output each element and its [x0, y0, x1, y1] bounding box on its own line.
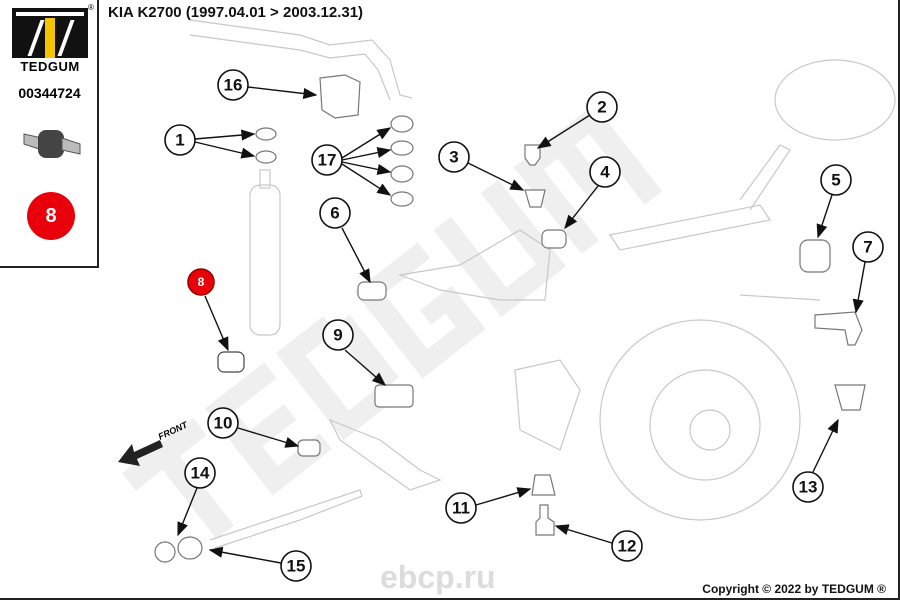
svg-text:2: 2 [597, 98, 606, 117]
callout-15[interactable]: 15 [280, 550, 312, 582]
part-15-bushing [177, 536, 203, 560]
part-7-tie-rod-end [814, 311, 863, 346]
registered-mark: ® [88, 3, 94, 12]
callout-11[interactable]: 11 [445, 492, 477, 524]
part-1-bushing-upper [255, 127, 277, 141]
part-10-bushing [297, 439, 321, 457]
part-11-dust-boot [531, 474, 556, 496]
callout-2[interactable]: 2 [586, 91, 618, 123]
part-thumbnail [23, 130, 81, 158]
highlight-callout-badge: 8 [27, 192, 75, 240]
parts [154, 74, 866, 563]
part-2-ball-joint [524, 144, 541, 166]
callout-17[interactable]: 17 [311, 144, 343, 176]
copyright: Copyright © 2022 by TEDGUM ® [702, 582, 886, 596]
svg-text:15: 15 [287, 557, 306, 576]
part-17-bushing [390, 115, 414, 133]
part-9-rubber-pad [374, 384, 414, 408]
svg-text:8: 8 [198, 275, 205, 289]
callout-10[interactable]: 10 [207, 407, 239, 439]
part-6-bushing [357, 281, 387, 301]
part-17-bushing [390, 191, 414, 207]
svg-text:13: 13 [799, 478, 818, 497]
part-info-panel: ® TEDGUM 00344724 8 [0, 0, 99, 268]
callout-9[interactable]: 9 [322, 319, 354, 351]
brand-name: TEDGUM [20, 59, 80, 74]
callout-14[interactable]: 14 [184, 457, 216, 489]
svg-text:16: 16 [224, 76, 243, 95]
leader-arrows [177, 86, 866, 564]
right-border [898, 0, 900, 600]
part-12-ball-pin [535, 504, 555, 536]
svg-text:17: 17 [318, 151, 337, 170]
part-8-bushing [217, 351, 245, 373]
svg-text:11: 11 [452, 499, 470, 518]
svg-text:9: 9 [333, 326, 342, 345]
callout-13[interactable]: 13 [792, 471, 824, 503]
part-14-bushing [154, 541, 176, 563]
background-assembly [189, 19, 896, 549]
svg-text:14: 14 [191, 464, 210, 483]
bottom-border [0, 598, 900, 600]
part-16-stabilizer-bushing [319, 74, 361, 119]
callout-16[interactable]: 16 [217, 69, 249, 101]
svg-text:3: 3 [449, 148, 458, 167]
part-3-dust-boot [524, 189, 546, 208]
callout-12[interactable]: 12 [611, 530, 643, 562]
svg-text:7: 7 [863, 238, 872, 257]
part-13-dust-boot [834, 384, 866, 411]
tedgum-watermark [122, 104, 663, 540]
part-17-bushing [390, 165, 414, 183]
vehicle-title: KIA K2700 (1997.04.01 > 2003.12.31) [108, 4, 364, 21]
part-number: 00344724 [18, 85, 81, 101]
svg-text:12: 12 [618, 537, 637, 556]
callout-3[interactable]: 3 [438, 141, 470, 173]
site-watermark: ebcp.ru [380, 559, 496, 595]
tedgum-logo [12, 8, 88, 58]
callout-6[interactable]: 6 [319, 197, 351, 229]
callout-8-highlighted[interactable]: 8 [187, 268, 215, 296]
svg-text:4: 4 [600, 163, 610, 182]
svg-text:10: 10 [214, 414, 233, 433]
callout-1[interactable]: 1 [164, 124, 196, 156]
callout-5[interactable]: 5 [820, 164, 852, 196]
part-4-bushing [541, 229, 567, 249]
svg-text:5: 5 [831, 171, 840, 190]
callout-4[interactable]: 4 [589, 156, 621, 188]
part-5-bump-stop [799, 239, 831, 273]
callout-7[interactable]: 7 [852, 231, 884, 263]
part-1-bushing-lower [255, 150, 277, 164]
svg-text:6: 6 [330, 204, 339, 223]
svg-text:1: 1 [175, 131, 184, 150]
part-17-bushing [390, 140, 414, 156]
